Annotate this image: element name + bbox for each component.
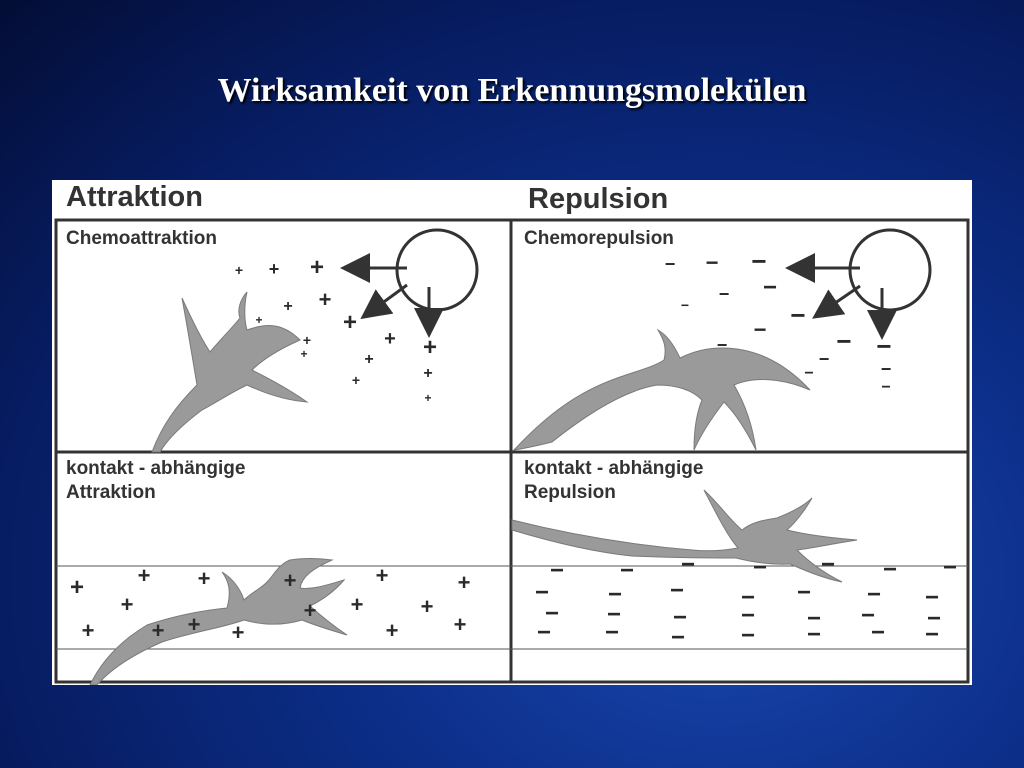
contact-repulsion-charge-12: −	[797, 579, 811, 606]
chemorepulsion-charge-1: −	[665, 254, 676, 274]
arrow-left-2	[360, 283, 408, 320]
chemoattraction-charge-9: +	[384, 328, 396, 350]
contact-attraction-charge-14: +	[232, 620, 245, 645]
neuron-contact-attraction	[89, 558, 348, 685]
contact-repulsion-charge-18: −	[741, 602, 755, 629]
contact-attraction-charge-3: +	[198, 566, 211, 591]
contact-repulsion-charge-15: −	[545, 600, 559, 627]
chemorepulsion-charge-4: −	[681, 297, 689, 313]
chemoattraction-charge-3: +	[310, 254, 324, 281]
label-contact-attraction-line1: kontakt - abhängige	[66, 458, 245, 479]
contact-repulsion-charge-26: −	[807, 621, 821, 648]
contact-attraction-charge-13: +	[188, 612, 201, 637]
chemorepulsion-charge-13: −	[804, 365, 813, 382]
chemorepulsion-charge-2: −	[706, 250, 719, 275]
chemorepulsion-charge-10: −	[876, 331, 891, 361]
chemoattraction-charge-14: +	[424, 391, 431, 405]
contact-repulsion-charge-7: −	[943, 554, 957, 581]
contact-attraction-charge-7: +	[121, 592, 134, 617]
chemoattraction-charge-6: +	[255, 313, 262, 327]
contact-repulsion-charge-21: −	[927, 605, 941, 632]
chemorepulsion-charge-15: −	[881, 379, 890, 396]
label-chemorepulsion: Chemorepulsion	[524, 228, 674, 249]
contact-repulsion-charge-1: −	[550, 557, 564, 584]
source-cell-right	[848, 228, 932, 312]
chemorepulsion-charge-8: −	[790, 300, 805, 330]
chemorepulsion-charge-6: −	[763, 274, 777, 301]
label-contact-attraction-line2: Attraktion	[66, 482, 156, 503]
contact-repulsion-charge-10: −	[670, 577, 684, 604]
chemoattraction-charge-10: +	[423, 334, 437, 361]
contact-attraction-charge-12: +	[152, 618, 165, 643]
contact-repulsion-charge-11: −	[741, 584, 755, 611]
contact-attraction-charge-6: +	[458, 570, 471, 595]
contact-repulsion-charge-24: −	[671, 624, 685, 651]
chemorepulsion-charge-7: −	[754, 317, 767, 342]
contact-repulsion-charge-19: −	[807, 605, 821, 632]
chemoattraction-charge-1: +	[235, 262, 243, 278]
contact-repulsion-charge-16: −	[607, 601, 621, 628]
label-contact-repulsion-line2: Repulsion	[524, 482, 616, 503]
chemoattraction-charge-7: +	[343, 309, 357, 336]
contact-repulsion-charge-20: −	[861, 602, 875, 629]
panel-grid	[54, 218, 970, 684]
chemorepulsion-charge-3: −	[751, 246, 766, 276]
neuron-contact-repulsion	[511, 489, 858, 583]
source-cell-left	[395, 228, 479, 312]
contact-repulsion-charge-4: −	[753, 554, 767, 581]
contact-repulsion-charge-3: −	[681, 551, 695, 578]
chemoattraction-charge-8: +	[303, 332, 311, 348]
contact-attraction-charge-9: +	[351, 592, 364, 617]
chemorepulsion-charge-5: −	[719, 284, 730, 304]
contact-attraction-charge-15: +	[386, 618, 399, 643]
contact-attraction-charge-2: +	[138, 563, 151, 588]
chemorepulsion-charge-14: −	[881, 359, 892, 379]
chemoattraction-charge-15: +	[300, 347, 307, 361]
chemoattraction-charge-2: +	[269, 259, 280, 279]
contact-repulsion-charge-9: −	[608, 581, 622, 608]
contact-attraction-charge-1: +	[70, 574, 84, 601]
label-chemoattraction: Chemoattraktion	[66, 228, 217, 249]
charge-marks: +++++++++++++++−−−−−−−−−−−−−−−++++++++++…	[70, 246, 957, 651]
chemoattraction-charge-11: +	[364, 351, 373, 368]
contact-repulsion-charge-22: −	[537, 619, 551, 646]
contact-attraction-charge-10: +	[421, 594, 434, 619]
neuron-chemoattraction	[151, 291, 309, 453]
contact-attraction-charge-5: +	[376, 563, 389, 588]
chemorepulsion-charge-11: −	[717, 335, 728, 355]
chemoattraction-source	[340, 228, 479, 338]
header-attraction: Attraktion	[66, 181, 203, 213]
contact-repulsion-charge-2: −	[620, 557, 634, 584]
contact-repulsion-charge-5: −	[821, 551, 835, 578]
slide-title: Wirksamkeit von Erkennungsmolekülen	[217, 72, 807, 109]
chemorepulsion-charge-9: −	[836, 326, 851, 356]
contact-attraction-charge-8: +	[304, 598, 317, 623]
contact-attraction-charge-11: +	[82, 618, 95, 643]
contact-repulsion-charge-23: −	[605, 619, 619, 646]
contact-repulsion-charge-13: −	[867, 581, 881, 608]
contact-repulsion-charge-28: −	[925, 621, 939, 648]
figure-svg: Attraktion Repulsion Chemoattraktion Che…	[54, 181, 970, 685]
contact-repulsion-charge-17: −	[673, 604, 687, 631]
chemoattraction-charge-5: +	[319, 287, 332, 312]
contact-repulsion-charge-8: −	[535, 579, 549, 606]
contact-attraction-charge-4: +	[284, 568, 297, 593]
header-repulsion: Repulsion	[528, 183, 668, 215]
recognition-molecules-figure: Attraktion Repulsion Chemoattraktion Che…	[52, 180, 972, 685]
chemoattraction-charge-13: +	[423, 365, 432, 382]
contact-repulsion-charge-14: −	[925, 584, 939, 611]
label-contact-repulsion-line1: kontakt - abhängige	[524, 458, 703, 479]
chemorepulsion-charge-12: −	[819, 349, 830, 369]
chemoattraction-charge-4: +	[283, 298, 292, 315]
chemorepulsion-source	[785, 228, 932, 340]
neuron-chemorepulsion	[512, 328, 811, 451]
contact-attraction-charge-16: +	[454, 612, 467, 637]
chemoattraction-charge-12: +	[352, 372, 360, 388]
contact-repulsion-charge-25: −	[741, 622, 755, 649]
contact-repulsion-charge-6: −	[883, 556, 897, 583]
arrow-right-2	[812, 284, 861, 319]
contact-repulsion-charge-27: −	[871, 619, 885, 646]
